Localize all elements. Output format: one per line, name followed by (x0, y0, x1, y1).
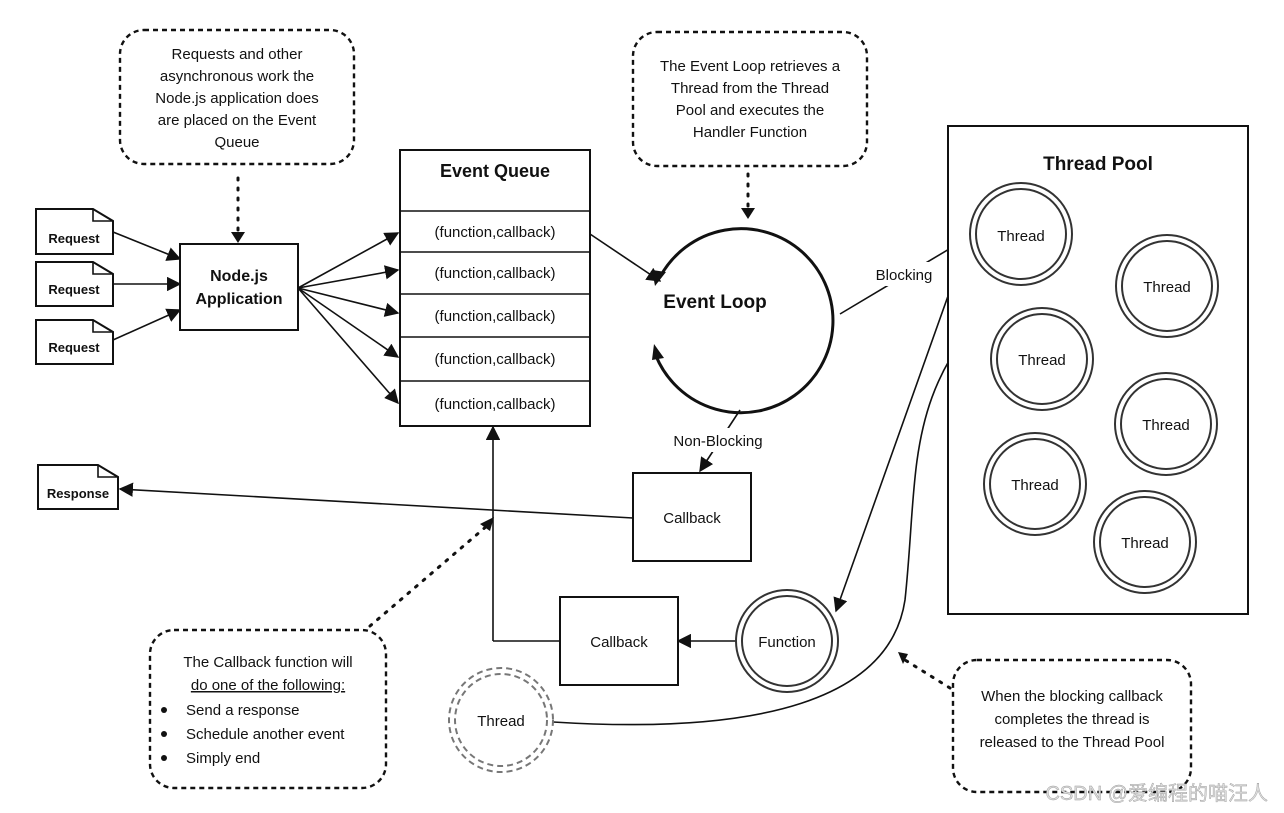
callback-box-upper: Callback (632, 472, 752, 562)
callout-line: completes the thread is (994, 711, 1149, 728)
blocking-label: Blocking (876, 267, 933, 284)
callout-line: Requests and other (172, 46, 303, 63)
response-label: Response (47, 486, 109, 501)
request-label: Request (48, 282, 100, 297)
non-blocking-label: Non-Blocking (673, 433, 762, 450)
event-loop-label: Event Loop (663, 292, 766, 313)
thread-label: Thread (477, 713, 525, 730)
nodejs-application-box: Node.js Application (179, 243, 299, 331)
callout-line: When the blocking callback (981, 688, 1163, 705)
request-document-2: Request (35, 261, 114, 307)
app-title-line1: Node.js (210, 268, 268, 285)
thread-pool-title: Thread Pool (1043, 154, 1153, 175)
queue-item: (function,callback) (435, 396, 556, 413)
thread-node: Thread (1115, 234, 1219, 338)
bullet-icon (161, 755, 167, 761)
callout-bullet: Simply end (186, 750, 260, 767)
thread-label: Thread (1121, 535, 1169, 552)
callout-line: are placed on the Event (158, 112, 317, 129)
request-document-3: Request (35, 319, 114, 365)
request-document-1: Request (35, 208, 114, 255)
watermark-text: CSDN @爱编程的喵汪人 (1045, 782, 1268, 805)
thread-label: Thread (1143, 279, 1191, 296)
event-queue: Event Queue (function,callback) (functio… (399, 149, 591, 427)
callout-line: asynchronous work the (160, 68, 314, 85)
callout-line: Thread from the Thread (671, 80, 829, 97)
callout-bullet: Schedule another event (186, 726, 345, 743)
app-title-line2: Application (195, 291, 282, 308)
function-node: Function (735, 589, 839, 693)
request-label: Request (48, 340, 100, 355)
thread-node: Thread (1114, 372, 1218, 476)
request-label: Request (48, 231, 100, 246)
queue-item: (function,callback) (435, 265, 556, 282)
bullet-icon (161, 731, 167, 737)
callout-line: Queue (214, 134, 259, 151)
thread-node: Thread (983, 432, 1087, 536)
queue-item: (function,callback) (435, 351, 556, 368)
thread-label: Thread (1018, 352, 1066, 369)
thread-node: Thread (969, 182, 1073, 286)
callout-line: Node.js application does (155, 90, 318, 107)
callout-line: released to the Thread Pool (980, 734, 1165, 751)
release-callout: When the blocking callback completes the… (951, 658, 1193, 794)
thread-node: Thread (1093, 490, 1197, 594)
event-queue-title: Event Queue (440, 161, 550, 181)
callout-line: do one of the following: (191, 677, 345, 694)
queue-item: (function,callback) (435, 224, 556, 241)
thread-node: Thread (990, 307, 1094, 411)
event-loop-callout: The Event Loop retrieves a Thread from t… (631, 30, 869, 168)
thread-label: Thread (1011, 477, 1059, 494)
callback-label: Callback (590, 634, 648, 651)
thread-label: Thread (1142, 417, 1190, 434)
callout-line: The Callback function will (183, 654, 352, 671)
released-thread: Thread (448, 667, 554, 773)
response-document: Response (37, 464, 119, 510)
bullet-icon (161, 707, 167, 713)
queue-item: (function,callback) (435, 308, 556, 325)
callout-bullet: Send a response (186, 702, 299, 719)
callout-line: Pool and executes the (676, 102, 824, 119)
event-queue-callout: Requests and other asynchronous work the… (118, 28, 356, 166)
callout-line: The Event Loop retrieves a (660, 58, 841, 75)
callback-callout: The Callback function will do one of the… (148, 628, 388, 790)
thread-pool: Thread Pool Thread Thread Thread Thread … (947, 125, 1249, 615)
callout-line: Handler Function (693, 124, 807, 141)
callback-label: Callback (663, 510, 721, 527)
callback-box-lower: Callback (559, 596, 679, 686)
thread-label: Thread (997, 228, 1045, 245)
function-label: Function (758, 634, 816, 651)
